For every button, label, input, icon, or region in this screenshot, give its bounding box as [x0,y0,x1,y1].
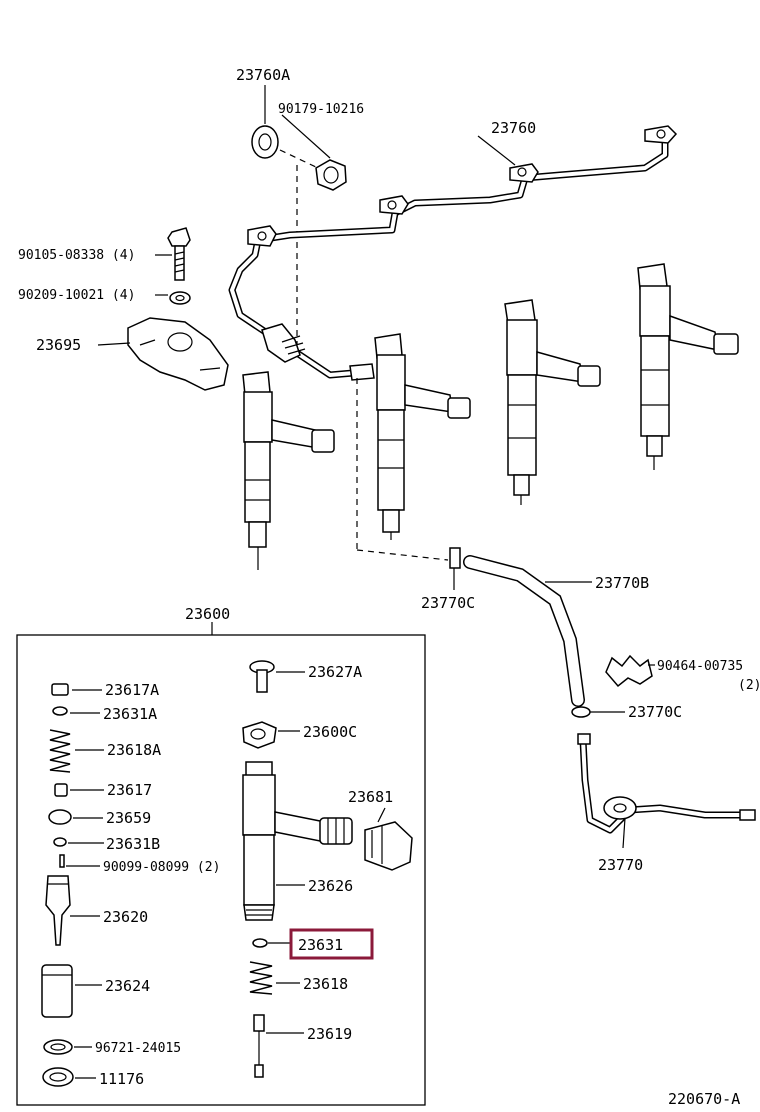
label-23624[interactable]: 23624 [105,977,150,995]
part-90099-08099[interactable] [59,854,65,868]
highlight-box-23631 [289,928,374,960]
nozzle-holder-3[interactable] [504,299,601,505]
boot-23681[interactable] [364,821,413,871]
pipe-23770[interactable] [577,733,756,834]
label-23631[interactable]: 23631 [298,936,343,954]
hose-23770B[interactable] [463,555,585,707]
label-23620[interactable]: 23620 [103,908,148,926]
washer-23631[interactable] [252,938,268,948]
diagram-code: 220670-A [668,1090,740,1108]
assembly-box-23600 [16,634,426,1106]
nozzle-holder-4[interactable] [637,263,739,470]
label-23770B[interactable]: 23770B [595,574,649,592]
part-23631A[interactable] [52,706,68,716]
nozzle-23620[interactable] [45,875,71,946]
label-23760[interactable]: 23760 [491,119,536,137]
label-23770[interactable]: 23770 [598,856,643,874]
injection-pipe-23760[interactable] [228,125,678,381]
label-23619[interactable]: 23619 [307,1025,352,1043]
clip-23770C-right[interactable] [571,706,591,718]
push-rod-23619[interactable] [253,1014,265,1078]
fitting-23600C[interactable] [242,721,277,749]
label-90464-00735[interactable]: 90464-00735 [657,659,743,674]
label-23770C-right[interactable]: 23770C [628,703,682,721]
gasket-96721-24015[interactable] [43,1039,73,1055]
spring-23618[interactable] [249,961,273,995]
label-23695[interactable]: 23695 [36,336,81,354]
label-23600C[interactable]: 23600C [303,723,357,741]
clamp-23695[interactable] [127,317,229,391]
label-23627A[interactable]: 23627A [308,663,362,681]
label-90179-10216[interactable]: 90179-10216 [278,102,364,117]
washer-23760A[interactable] [251,125,279,159]
label-23618[interactable]: 23618 [303,975,348,993]
clip-23770C-top[interactable] [449,547,461,569]
label-23600[interactable]: 23600 [185,605,230,623]
clip-90464-00735[interactable] [605,654,653,688]
nozzle-holder-1[interactable] [242,371,335,570]
label-90209-10021[interactable]: 90209-10021 (4) [18,288,135,303]
gasket-11176[interactable] [42,1067,74,1087]
label-23770C-top[interactable]: 23770C [421,594,475,612]
part-23659[interactable] [48,809,72,825]
part-23618A[interactable] [49,729,71,773]
label-90099-08099[interactable]: 90099-08099 (2) [103,860,220,875]
label-23659[interactable]: 23659 [106,809,151,827]
retaining-nut-23624[interactable] [41,964,73,1018]
nozzle-holder-2[interactable] [374,333,471,540]
label-23617A[interactable]: 23617A [105,681,159,699]
washer-90209-10021[interactable] [169,291,191,305]
part-23631B[interactable] [53,837,67,847]
nozzle-holder-body-23626[interactable] [242,761,353,921]
part-23617[interactable] [54,783,68,797]
label-90464-qty: (2) [738,678,760,693]
label-23760A[interactable]: 23760A [236,66,290,84]
label-23618A[interactable]: 23618A [107,741,161,759]
label-23681[interactable]: 23681 [348,788,393,806]
label-11176[interactable]: 11176 [99,1070,144,1088]
label-23631B[interactable]: 23631B [106,835,160,853]
nut-90179-10216[interactable] [315,159,347,191]
label-23631A[interactable]: 23631A [103,705,157,723]
label-90105-08338[interactable]: 90105-08338 (4) [18,248,135,263]
bolt-90105-08338[interactable] [167,227,191,281]
part-23617A[interactable] [51,683,69,696]
label-23626[interactable]: 23626 [308,877,353,895]
label-96721-24015[interactable]: 96721-24015 [95,1041,181,1056]
label-23617[interactable]: 23617 [107,781,152,799]
bolt-23627A[interactable] [249,660,275,693]
